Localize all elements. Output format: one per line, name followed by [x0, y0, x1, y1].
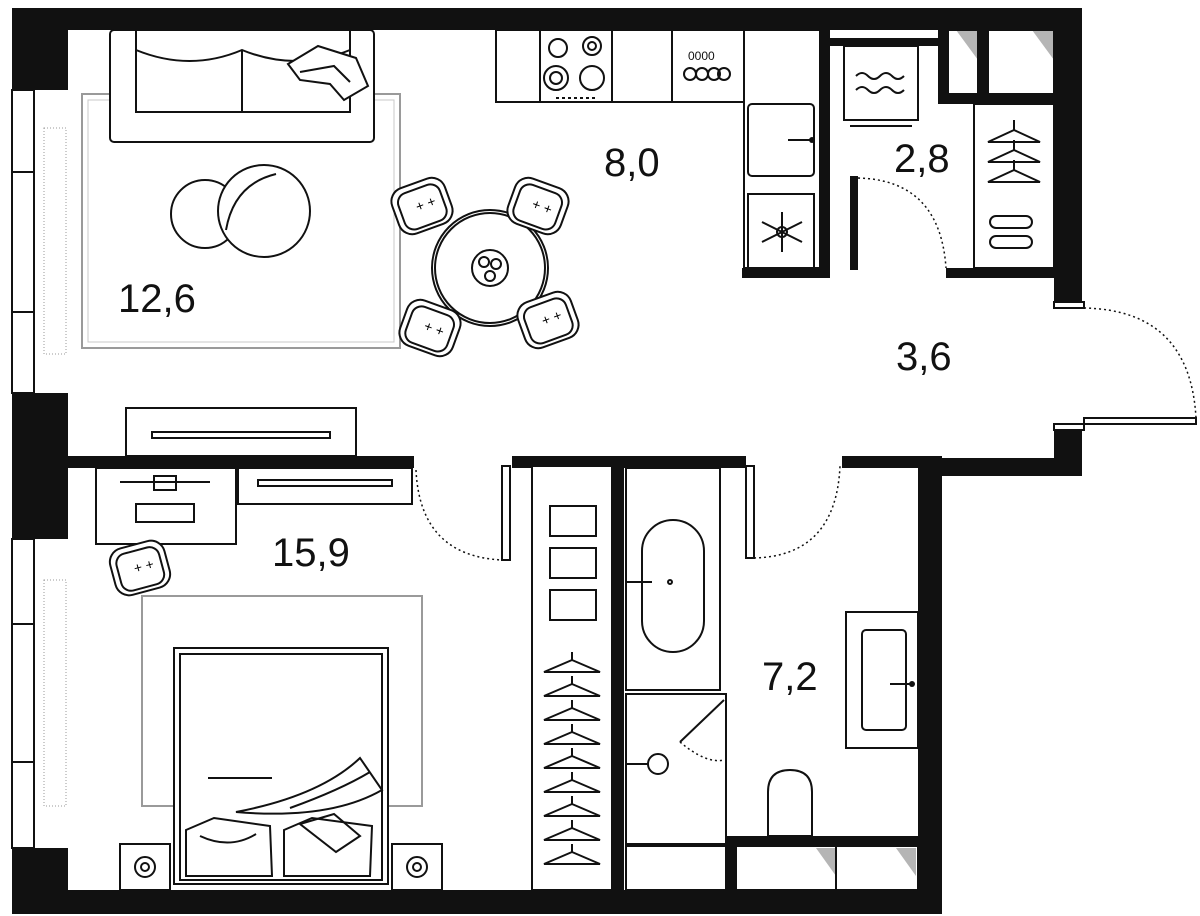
svg-text:+ +: + +: [413, 193, 438, 215]
living-room: + + + + + + + + 12,6: [81, 29, 580, 457]
bathtub-icon: [625, 467, 721, 691]
wall-storage-shelf: [830, 38, 940, 46]
sink-icon: [747, 103, 815, 177]
kitchen: 0000 8,0: [495, 29, 821, 269]
wall-storage-door-jamb: [850, 176, 858, 270]
stove-icon: [539, 29, 613, 103]
kitchen-counter: [495, 29, 745, 103]
wall-bath-top-2: [842, 456, 942, 468]
bedroom-door-swing: [415, 469, 503, 561]
coffee-table-icon: [170, 164, 311, 258]
tv-icon: [125, 407, 357, 457]
room-area-hall: 3,6: [896, 335, 952, 379]
doors: [415, 177, 1197, 561]
entrance-door-leaf: [1083, 417, 1197, 425]
wall-left-1: [12, 8, 68, 90]
towel-icon: [549, 505, 597, 621]
wall-right-upper: [1054, 8, 1082, 304]
hall: 3,6: [896, 335, 952, 379]
window-living: [11, 89, 35, 394]
wall-left-2: [12, 393, 68, 539]
wall-closet-bath: [612, 466, 624, 892]
storage: 2,8: [843, 29, 1055, 269]
dining-table-icon: [431, 209, 549, 327]
room-area-kitchen: 8,0: [604, 141, 660, 185]
wall-storage-niche-2: [978, 20, 988, 102]
room-area-storage: 2,8: [894, 137, 950, 181]
wardrobe: [531, 465, 613, 891]
window-bedroom: [11, 538, 35, 849]
wall-top: [12, 8, 1082, 30]
radiator-living: [43, 127, 67, 355]
svg-text:+ +: + +: [539, 307, 564, 329]
radiator-bedroom: [43, 579, 67, 807]
svg-text:0000: 0000: [688, 49, 715, 63]
wall-storage-niche: [938, 20, 948, 102]
desk-icon: [95, 467, 237, 545]
shoes-icon: [989, 215, 1033, 249]
wall-right-step-h: [918, 458, 1082, 476]
entrance-door-jamb-bottom: [1053, 423, 1085, 431]
room-area-bedroom: 15,9: [272, 531, 350, 575]
svg-text:+ +: + +: [132, 556, 156, 577]
fridge-icon: [747, 193, 815, 269]
nightstand-icon: [119, 843, 443, 891]
storage-door-swing: [857, 177, 947, 269]
sink-icon: [845, 611, 919, 749]
chair-icon: + + + + + + + +: [390, 176, 580, 358]
bath-door-swing: [753, 465, 841, 559]
wall-bath-shelf-v: [726, 836, 736, 896]
wall-bedroom-top: [68, 456, 414, 468]
entrance-door-jamb-top: [1053, 301, 1085, 309]
room-area-living: 12,6: [118, 277, 196, 321]
pillow-icon: [185, 812, 374, 877]
wall-kitchen-bottom: [742, 268, 830, 278]
bathroom: 7,2: [625, 467, 919, 891]
svg-text:+ +: + +: [530, 195, 555, 217]
entrance-door-swing: [1083, 307, 1197, 419]
svg-text:+ +: + +: [422, 317, 447, 339]
chair-icon: + +: [108, 539, 172, 597]
wall-storage-bottom: [946, 268, 1054, 278]
bath-cabinet: [625, 845, 727, 891]
bedroom-door-leaf: [501, 465, 511, 561]
toilet-icon: [767, 768, 813, 837]
walls: [12, 8, 1082, 914]
pillow-icon: [286, 44, 370, 102]
wall-storage-niche-h: [938, 94, 1054, 104]
windows: [11, 89, 67, 849]
wall-bottom: [12, 890, 942, 914]
washer-icon: [843, 45, 919, 127]
hanger-icon: [543, 652, 601, 865]
wall-bath-shelf: [726, 836, 922, 846]
shower-icon: [625, 693, 727, 845]
bath-door-leaf: [745, 465, 755, 559]
bedroom: + +: [95, 465, 613, 891]
wall-kitchen-storage: [820, 20, 830, 278]
room-area-bathroom: 7,2: [762, 655, 818, 699]
hanger-icon: [987, 120, 1041, 183]
